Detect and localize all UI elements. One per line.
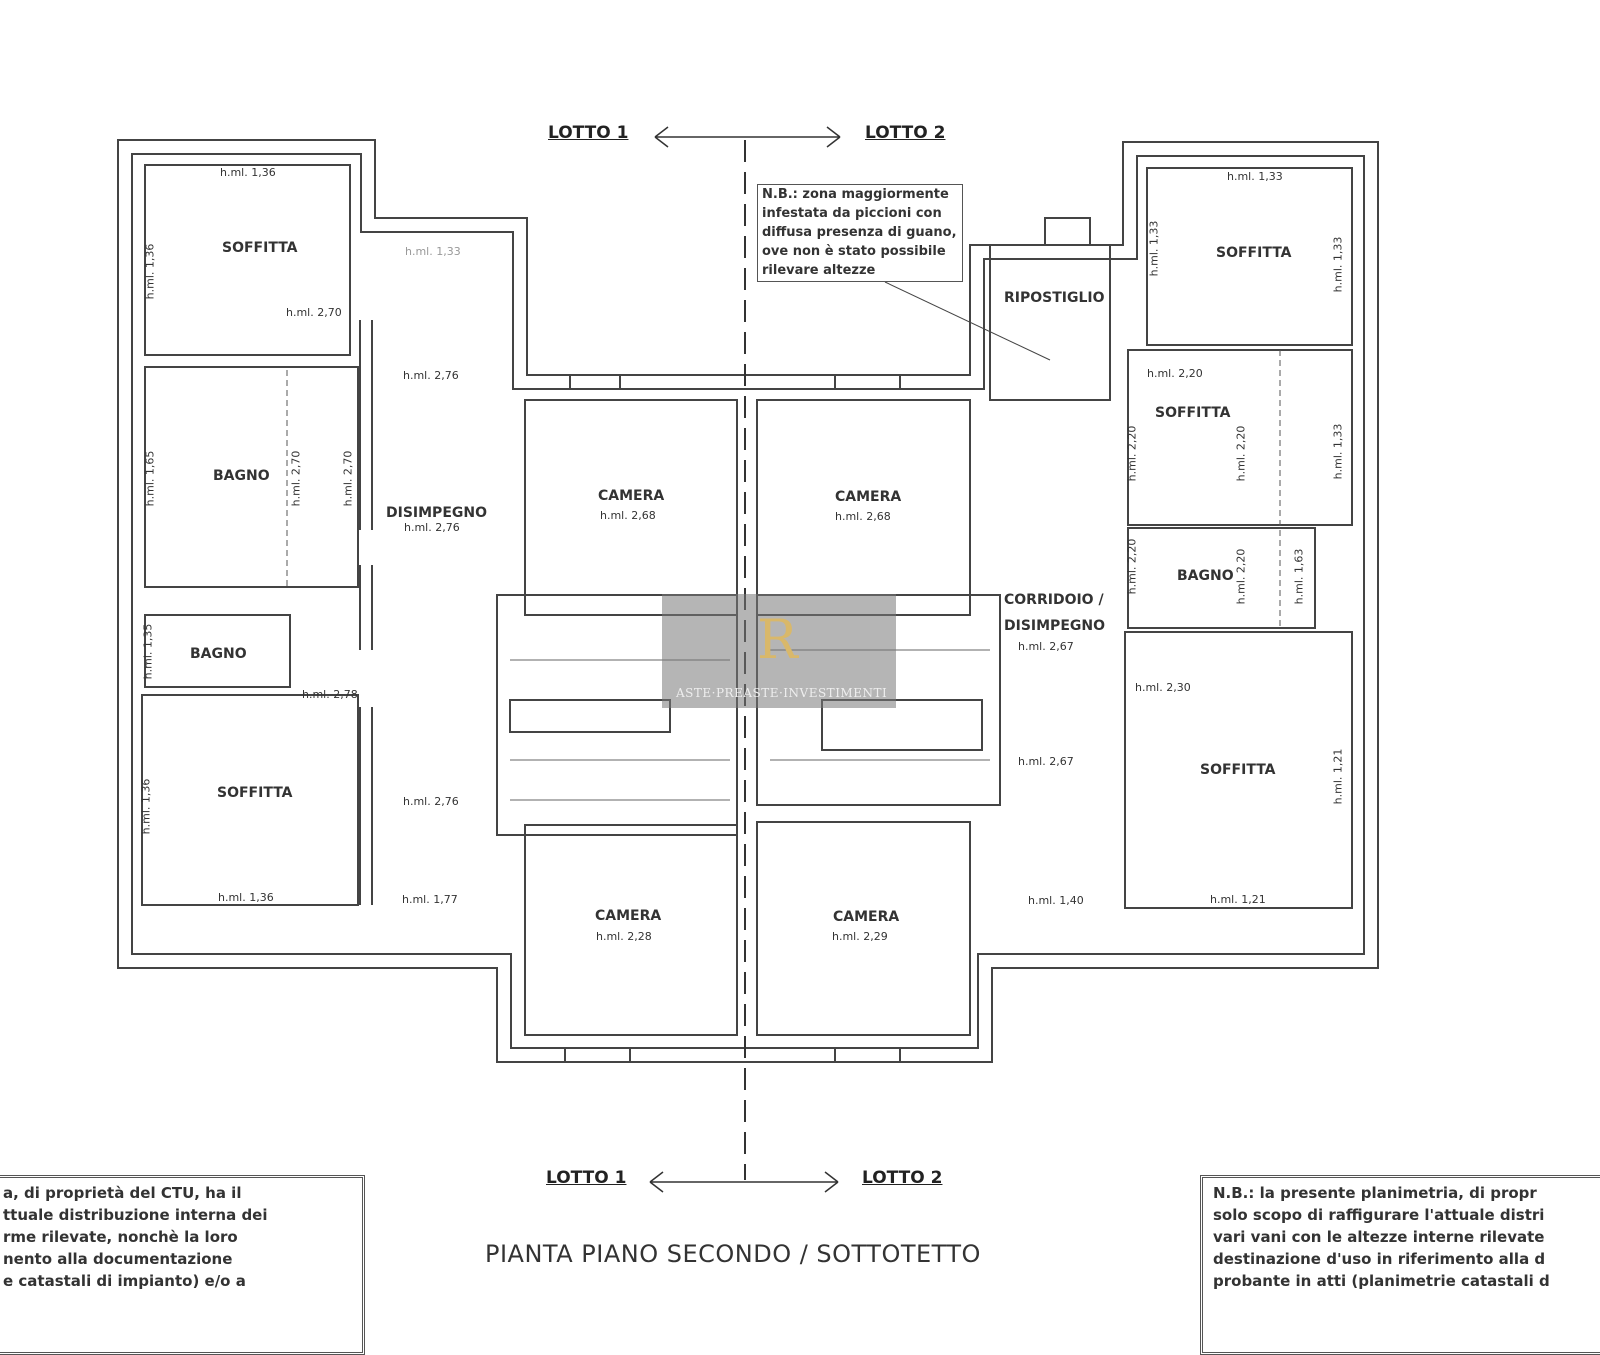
plan-title: PIANTA PIANO SECONDO / SOTTOTETTO <box>485 1240 981 1268</box>
height-label: h.ml. 1,77 <box>402 893 458 906</box>
height-label: h.ml. 1,21 <box>1331 748 1345 805</box>
height-label: h.ml. 1,36 <box>220 166 276 179</box>
wall-bagno-small <box>144 614 291 688</box>
note-line: probante in atti (planimetrie catastali … <box>1213 1272 1550 1290</box>
height-label: h.ml. 1,33 <box>1331 423 1345 480</box>
left-disclaimer-box: a, di proprietà del CTU, ha il ttuale di… <box>0 1175 365 1355</box>
watermark: R ASTE·PREASTE·INVESTIMENTI <box>662 594 896 708</box>
height-label: h.ml. 2,76 <box>403 795 459 808</box>
height-label: h.ml. 1,21 <box>1210 893 1266 906</box>
room-corridoio: CORRIDOIO / <box>1004 592 1104 608</box>
room-soffitta: SOFFITTA <box>1216 245 1292 261</box>
height-label: h.ml. 2,70 <box>286 306 342 319</box>
height-label: h.ml. 2,20 <box>1125 425 1139 482</box>
room-ripostiglio: RIPOSTIGLIO <box>1004 290 1105 306</box>
note-line: N.B.: la presente planimetria, di propr <box>1213 1184 1537 1202</box>
room-bagno: BAGNO <box>213 468 270 484</box>
height-label: h.ml. 1,36 <box>143 243 157 300</box>
height-label: h.ml. 2,20 <box>1147 367 1203 380</box>
height-label: h.ml. 2,70 <box>341 450 355 507</box>
room-bagno: BAGNO <box>190 646 247 662</box>
wall-soffitta-tr <box>1146 167 1353 346</box>
note-line: a, di proprietà del CTU, ha il <box>3 1184 242 1202</box>
room-camera: CAMERA <box>598 488 665 504</box>
note-line: rme rilevate, nonchè la loro <box>3 1228 238 1246</box>
height-label: h.ml. 2,76 <box>404 521 460 534</box>
height-label: h.ml. 1,36 <box>139 778 153 835</box>
note-line: vari vani con le altezze interne rilevat… <box>1213 1228 1545 1246</box>
height-label: h.ml. 1,33 <box>405 245 461 258</box>
stairs-left <box>496 594 738 836</box>
wall-soffitta-mr <box>1127 349 1353 526</box>
note-line: ove non è stato possibile <box>762 244 946 259</box>
height-label: h.ml. 1,35 <box>141 623 155 680</box>
height-label: h.ml. 2,67 <box>1018 755 1074 768</box>
height-label: h.ml. 1,33 <box>1331 236 1345 293</box>
height-label: h.ml. 1,33 <box>1147 220 1161 277</box>
wall-camera-tr <box>756 399 971 616</box>
height-label: h.ml. 2,68 <box>600 509 656 522</box>
room-camera: CAMERA <box>833 909 900 925</box>
room-soffitta: SOFFITTA <box>1155 405 1231 421</box>
room-bagno: BAGNO <box>1177 568 1234 584</box>
room-soffitta: SOFFITTA <box>217 785 293 801</box>
wall-camera-tl <box>524 399 738 616</box>
room-disimpegno: DISIMPEGNO <box>386 505 487 521</box>
note-line: diffusa presenza di guano, <box>762 225 957 240</box>
height-label: h.ml. 1,36 <box>218 891 274 904</box>
note-line: rilevare altezze <box>762 263 876 278</box>
note-line: ttuale distribuzione interna dei <box>3 1206 268 1224</box>
lotto-1-label-top: LOTTO 1 <box>548 123 629 143</box>
room-soffitta: SOFFITTA <box>222 240 298 256</box>
wall-camera-br <box>756 821 971 1036</box>
note-line: nento alla documentazione <box>3 1250 233 1268</box>
outer-wall <box>117 139 1379 1063</box>
lotto-2-label-top: LOTTO 2 <box>865 123 946 143</box>
height-label: h.ml. 2,30 <box>1135 681 1191 694</box>
wall-soffitta-br <box>1124 631 1353 909</box>
height-label: h.ml. 2,78 <box>302 688 358 701</box>
room-soffitta: SOFFITTA <box>1200 762 1276 778</box>
wall-bagno-l <box>144 366 359 588</box>
height-label: h.ml. 2,68 <box>835 510 891 523</box>
outer-wall-inner <box>131 153 1365 1049</box>
height-label: h.ml. 2,67 <box>1018 640 1074 653</box>
height-label: h.ml. 1,63 <box>1292 548 1306 605</box>
height-label: h.ml. 1,33 <box>1227 170 1283 183</box>
room-camera: CAMERA <box>835 489 902 505</box>
height-label: h.ml. 2,28 <box>596 930 652 943</box>
height-label: h.ml. 2,70 <box>289 450 303 507</box>
height-label: h.ml. 2,20 <box>1125 538 1139 595</box>
wall-bagno-r <box>1127 527 1316 629</box>
note-line: e catastali di impianto) e/o a <box>3 1272 246 1290</box>
note-line: infestata da piccioni con <box>762 206 942 221</box>
height-label: h.ml. 2,20 <box>1234 425 1248 482</box>
pigeon-note: N.B.: zona maggiormente infestata da pic… <box>757 184 963 282</box>
note-line: destinazione d'uso in riferimento alla d <box>1213 1250 1546 1268</box>
height-label: h.ml. 1,40 <box>1028 894 1084 907</box>
watermark-logo: R <box>757 608 798 671</box>
height-label: h.ml. 2,20 <box>1234 548 1248 605</box>
note-line: N.B.: zona maggiormente <box>762 187 949 202</box>
wall-ripostiglio <box>989 244 1111 401</box>
wall-soffitta-bl <box>141 694 359 906</box>
wall-soffitta-tl <box>144 164 351 356</box>
right-disclaimer-box: N.B.: la presente planimetria, di propr … <box>1200 1175 1600 1355</box>
wall-camera-bl <box>524 824 738 1036</box>
height-label: h.ml. 2,29 <box>832 930 888 943</box>
height-label: h.ml. 1,65 <box>143 450 157 507</box>
lotto-2-label-bottom: LOTTO 2 <box>862 1168 943 1188</box>
lotto-1-label-bottom: LOTTO 1 <box>546 1168 627 1188</box>
watermark-text: ASTE·PREASTE·INVESTIMENTI <box>676 686 888 700</box>
room-camera: CAMERA <box>595 908 662 924</box>
note-line: solo scopo di raffigurare l'attuale dist… <box>1213 1206 1545 1224</box>
height-label: h.ml. 2,76 <box>403 369 459 382</box>
room-disimpegno: DISIMPEGNO <box>1004 618 1105 634</box>
